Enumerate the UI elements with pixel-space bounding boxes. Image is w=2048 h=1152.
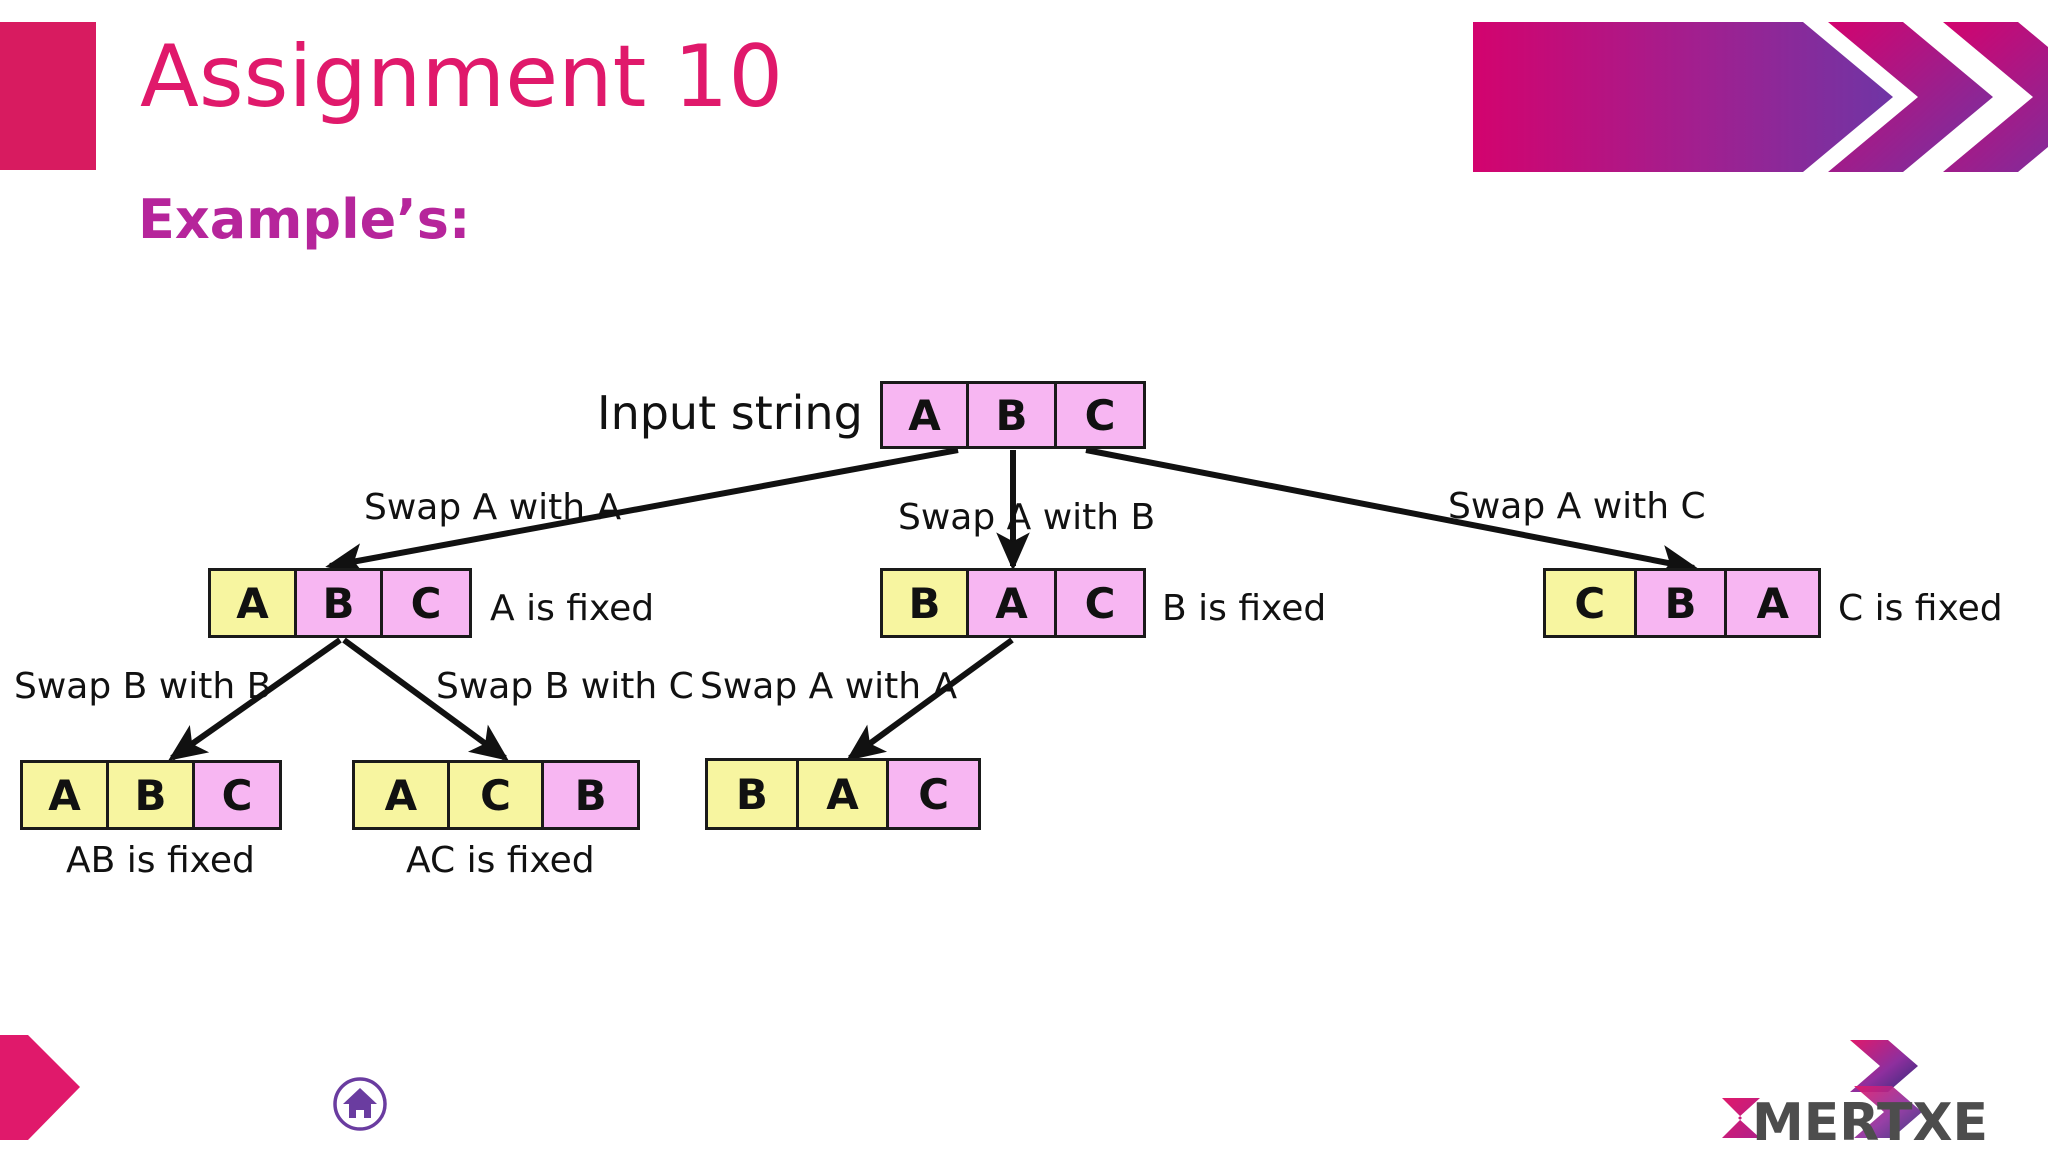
- cell-l2-ac-1: C: [449, 763, 545, 827]
- node-l2-bac: B A C: [705, 758, 981, 830]
- node-l1-left: A B C: [208, 568, 472, 638]
- node-l2-ac: A C B: [352, 760, 640, 830]
- cell-l1-mid-1: A: [969, 571, 1058, 635]
- footer-accent-arrow: [0, 1035, 80, 1140]
- fixed-label-ab: AB is fixed: [66, 840, 255, 881]
- page-title: Assignment 10: [140, 27, 784, 127]
- node-l2-ab: A B C: [20, 760, 282, 830]
- edge-label-swap-a-with-c: Swap A with C: [1448, 486, 1706, 527]
- node-l1-right: C B A: [1543, 568, 1821, 638]
- node-root: A B C: [880, 381, 1146, 449]
- node-l1-mid: B A C: [880, 568, 1146, 638]
- cell-l2-bac-1: A: [798, 761, 890, 827]
- edge-label-swap-a-with-a-2: Swap A with A: [700, 666, 958, 707]
- cell-l2-ab-1: B: [109, 763, 195, 827]
- cell-l1-mid-0: B: [883, 571, 970, 635]
- edge-label-swap-a-with-b: Swap A with B: [898, 497, 1156, 538]
- cell-l1-left-1: B: [297, 571, 384, 635]
- cell-l2-ac-0: A: [355, 763, 450, 827]
- input-string-label: Input string: [597, 386, 863, 440]
- section-subtitle: Example’s:: [138, 188, 471, 251]
- cell-l1-left-2: C: [383, 571, 469, 635]
- cell-l2-bac-2: C: [889, 761, 978, 827]
- cell-root-2: C: [1057, 384, 1143, 446]
- emertxe-logo-mark: MERTXE: [1722, 1040, 1988, 1152]
- edge-label-swap-b-with-b: Swap B with B: [14, 666, 272, 707]
- cell-root-0: A: [883, 384, 970, 446]
- emertxe-logo-text: MERTXE: [1752, 1093, 1988, 1144]
- cell-l2-ac-2: B: [544, 763, 637, 827]
- cell-root-1: B: [969, 384, 1058, 446]
- fixed-label-a: A is fixed: [490, 588, 655, 629]
- home-icon[interactable]: [332, 1076, 388, 1132]
- fixed-label-ac: AC is fixed: [406, 840, 595, 881]
- fixed-label-c: C is fixed: [1838, 588, 2003, 629]
- emertxe-logo: MERTXE: [1716, 1036, 2026, 1152]
- cell-l2-ab-2: C: [195, 763, 279, 827]
- header-chevron-banner: [1473, 22, 2048, 172]
- cell-l2-ab-0: A: [23, 763, 109, 827]
- fixed-label-b: B is fixed: [1162, 588, 1327, 629]
- cell-l1-mid-2: C: [1057, 571, 1143, 635]
- edge-label-swap-b-with-c: Swap B with C: [436, 666, 694, 707]
- cell-l1-right-0: C: [1546, 571, 1637, 635]
- edge-label-swap-a-with-a-1: Swap A with A: [364, 487, 622, 528]
- cell-l1-right-2: A: [1727, 571, 1819, 635]
- cell-l2-bac-0: B: [708, 761, 799, 827]
- header-accent-block: [0, 22, 96, 170]
- cell-l1-left-0: A: [211, 571, 298, 635]
- cell-l1-right-1: B: [1636, 571, 1728, 635]
